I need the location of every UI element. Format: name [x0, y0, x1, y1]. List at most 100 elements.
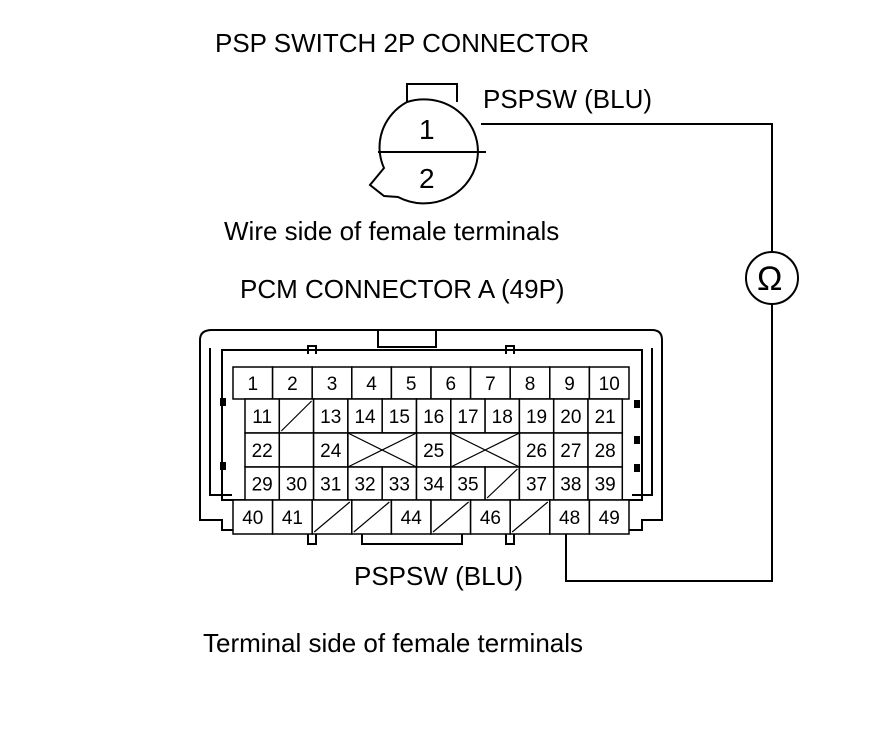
pcm-marker-squares [220, 398, 640, 472]
terminal-cell [381, 466, 418, 501]
terminal-number: 13 [320, 407, 341, 428]
ohm-symbol: Ω [757, 260, 782, 298]
terminal-number: 9 [564, 374, 575, 395]
marker [634, 400, 640, 408]
terminal-number: 4 [366, 374, 377, 395]
blank-terminal-slash [353, 501, 390, 533]
terminal-number: 38 [560, 475, 581, 496]
terminal-number: 26 [526, 441, 547, 462]
terminal-number: 29 [252, 475, 273, 496]
terminal-number: 28 [595, 441, 616, 462]
terminal-number: 24 [320, 441, 342, 462]
psp-pin-2: 2 [419, 163, 435, 194]
terminal-cell [588, 499, 630, 535]
terminal-cell [351, 366, 393, 400]
blank-terminal-slash [313, 501, 351, 533]
terminal-number: 30 [286, 475, 307, 496]
blank-terminal-cross [347, 432, 417, 468]
blank-terminal-slash [432, 501, 469, 533]
terminal-number: 27 [560, 441, 581, 462]
terminal-side-label: Terminal side of female terminals [203, 628, 583, 658]
terminal-number: 22 [252, 441, 273, 462]
terminal-number: 41 [282, 508, 303, 529]
terminal-cell [552, 398, 589, 434]
blank-terminal-slash [280, 400, 313, 432]
wire-bottom [565, 304, 773, 582]
terminal-number: 1 [248, 374, 259, 395]
terminal-cell [552, 466, 589, 501]
terminal-cell [469, 366, 511, 400]
terminal-number: 49 [599, 508, 620, 529]
terminal-cell [381, 398, 418, 434]
terminal-cell [587, 432, 624, 468]
pcm-title: PCM CONNECTOR A (49P) [240, 274, 565, 304]
terminal-number: 39 [595, 475, 616, 496]
terminal-cell [390, 499, 432, 535]
terminal-cell [278, 432, 315, 468]
ohmmeter-circle [745, 251, 799, 305]
terminal-cell [518, 398, 555, 434]
pcm-bottom-notch-right [505, 530, 515, 545]
terminal-cell [390, 366, 432, 400]
terminal-number: 46 [480, 508, 501, 529]
terminal-number: 15 [389, 407, 410, 428]
terminal-number: 5 [406, 374, 417, 395]
terminal-number: 35 [457, 475, 478, 496]
terminal-number: 32 [354, 475, 375, 496]
terminal-number: 40 [242, 508, 263, 529]
wire-side-label: Wire side of female terminals [224, 216, 559, 246]
psp-key-tab [406, 83, 458, 102]
psp-switch-connector [368, 83, 486, 205]
pcm-top-notch-right [505, 345, 515, 354]
terminal-number: 7 [485, 374, 496, 395]
wire-top [481, 123, 773, 252]
terminal-cell [244, 398, 281, 434]
pcm-connector-housing [199, 329, 663, 545]
terminal-number: 31 [320, 475, 341, 496]
terminal-cell [549, 499, 591, 535]
terminal-cell [587, 466, 624, 501]
terminal-number: 8 [525, 374, 536, 395]
terminal-cell [244, 466, 281, 501]
terminal-number: 10 [599, 374, 620, 395]
pcm-top-notch-left [307, 345, 317, 354]
terminal-cell [415, 466, 452, 501]
terminal-cell [311, 366, 353, 400]
terminal-number: 16 [423, 407, 444, 428]
terminal-number: 48 [559, 508, 580, 529]
terminal-number: 34 [423, 475, 445, 496]
pcm-top-key [377, 329, 437, 348]
terminal-cell [450, 398, 486, 434]
blank-terminal-cross [450, 432, 520, 468]
marker [220, 462, 226, 470]
psp-pin-1: 1 [419, 114, 435, 145]
terminal-cell [232, 499, 274, 535]
terminal-number: 20 [560, 407, 581, 428]
terminal-number: 37 [526, 475, 547, 496]
terminal-number: 3 [327, 374, 338, 395]
terminal-cell [312, 466, 349, 501]
terminal-cell [312, 398, 349, 434]
pcm-bottom-key [361, 530, 463, 545]
pcm-bottom-notch-left [307, 530, 317, 545]
terminal-number: 6 [446, 374, 457, 395]
terminal-number: 21 [595, 407, 616, 428]
blank-terminal-slash [486, 468, 518, 499]
terminal-number: 44 [401, 508, 423, 529]
pcm-inner-wall [221, 349, 643, 501]
terminal-number: 33 [389, 475, 410, 496]
terminal-number: 17 [457, 407, 478, 428]
terminal-number: 19 [526, 407, 547, 428]
pspsw-top-label: PSPSW (BLU) [483, 84, 652, 114]
terminal-cell [347, 398, 383, 434]
terminal-number: 11 [252, 407, 272, 428]
marker [220, 398, 226, 406]
pcm-outer-shell [199, 329, 663, 531]
pcm-right-latch [632, 348, 653, 496]
terminal-cell [271, 499, 313, 535]
pcm-left-latch [209, 348, 232, 496]
blank-terminal-slash [511, 501, 549, 533]
terminal-cell [587, 398, 624, 434]
